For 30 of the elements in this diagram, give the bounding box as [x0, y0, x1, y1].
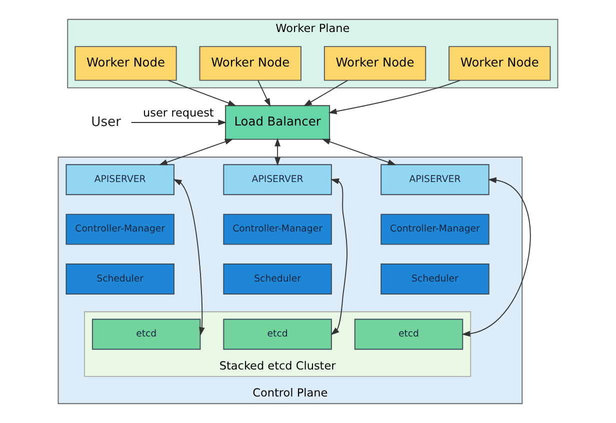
node-box: Worker Node — [324, 46, 426, 81]
node-box: Scheduler — [223, 264, 332, 294]
arrow — [462, 177, 531, 337]
node-box: Scheduler — [380, 264, 490, 294]
node-box: Controller-Manager — [223, 214, 332, 245]
arrow — [330, 178, 348, 336]
node-box: Scheduler — [66, 264, 174, 294]
node-text: User — [91, 114, 121, 130]
node-box: etcd — [354, 318, 464, 350]
arrow — [168, 80, 236, 106]
arrow — [304, 80, 348, 106]
node-box: etcd — [223, 318, 332, 350]
node-box: etcd — [92, 318, 201, 350]
node-box: Controller-Manager — [66, 214, 174, 245]
edge-label: user request — [143, 106, 214, 120]
node-box: APISERVER — [66, 164, 174, 196]
arrow — [258, 80, 271, 107]
arrow — [130, 120, 227, 126]
node-box: Worker Node — [448, 46, 551, 81]
node-box: Worker Node — [74, 46, 177, 81]
node-box: APISERVER — [380, 164, 490, 196]
arrow — [274, 138, 280, 166]
node-box: Controller-Manager — [380, 214, 490, 245]
node-box: APISERVER — [223, 164, 332, 196]
arrow — [322, 138, 396, 166]
arrow — [328, 80, 460, 114]
arrow — [173, 179, 205, 336]
node-box: Load Balancer — [225, 105, 330, 140]
node-box: Worker Node — [199, 46, 302, 81]
arrow — [158, 138, 234, 166]
